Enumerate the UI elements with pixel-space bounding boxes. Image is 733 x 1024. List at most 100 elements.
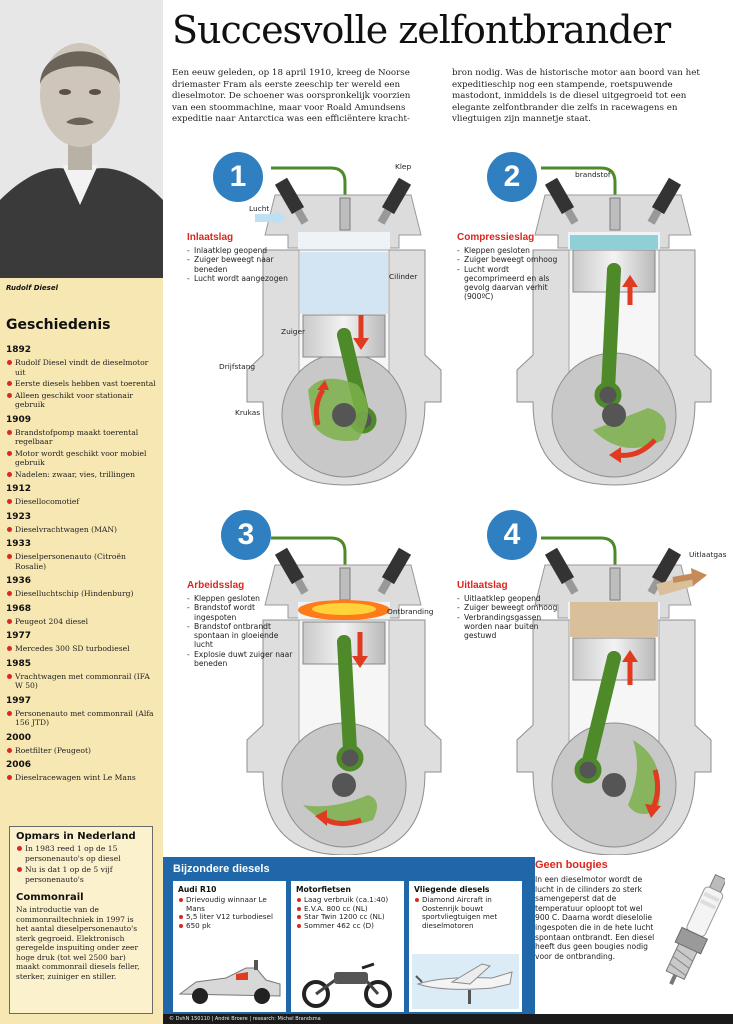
timeline-year: 1923 <box>6 511 32 522</box>
timeline-year: 2006 <box>6 760 32 770</box>
airplane-image <box>412 954 519 1009</box>
intro-column-2: bron nodig. Was de historische motor aan… <box>452 68 700 124</box>
card-item: Drievoudig winnaar Le Mans <box>178 895 281 913</box>
opmars-item: Nu is dat 1 op de 5 vijf personenauto's <box>16 865 146 884</box>
bougies-heading: Geen bougies <box>535 859 608 871</box>
stroke-step: Zuiger beweegt omhoog <box>457 603 567 613</box>
sidebar: Rudolf Diesel Geschiedenis 1892 Rudolf D… <box>0 0 163 1024</box>
stroke-step: Verbrandingsgassen worden naar buiten ge… <box>457 613 567 641</box>
stroke-title-4: Uitlaatslag <box>457 580 508 591</box>
card-title: Audi R10 <box>178 885 217 894</box>
timeline-event: Dieselvrachtwagen (MAN) <box>6 525 156 535</box>
commonrail-heading: Commonrail <box>16 892 84 903</box>
engine-3 <box>245 536 443 855</box>
portrait-illustration <box>0 0 163 278</box>
card-item: Sommer 462 cc (D) <box>296 921 399 931</box>
stroke-title-2: Compressieslag <box>457 232 535 243</box>
card-title: Motorfietsen <box>296 885 351 894</box>
stroke-step: Lucht wordt gecomprimeerd en als gevolg … <box>457 265 567 302</box>
timeline-year: 1912 <box>6 484 32 494</box>
label-ontbranding: Ontbranding <box>387 607 434 616</box>
timeline-event: Motor wordt geschikt voor mobiel gebruik <box>6 449 156 468</box>
label-brandstof: brandstof <box>575 170 611 179</box>
portrait-caption: Rudolf Diesel <box>6 284 58 292</box>
timeline-entry: 1892 Rudolf Diesel vindt de dieselmotor … <box>6 344 156 410</box>
timeline-event: Eerste diesels hebben vast toerental <box>6 379 156 389</box>
opmars-item: In 1983 reed 1 op de 15 personenauto's o… <box>16 844 146 863</box>
stroke-number-1: 1 <box>213 152 263 202</box>
stroke-number-4: 4 <box>487 510 537 560</box>
timeline-year: 1977 <box>6 631 32 641</box>
stroke-step: Zuiger beweegt omhoog <box>457 255 567 265</box>
bougies-text: In een dieselmotor wordt de lucht in de … <box>535 875 655 961</box>
opmars-heading: Opmars in Nederland <box>16 831 136 842</box>
label-lucht: Lucht <box>249 204 270 213</box>
timeline-event: Diesellocomotief <box>6 497 156 507</box>
opmars-box: Opmars in Nederland In 1983 reed 1 op de… <box>9 826 153 1014</box>
timeline-entry: 2000 Roetfilter (Peugeot) <box>6 732 156 756</box>
timeline-year: 1933 <box>6 539 32 549</box>
timeline-entry: 1997 Personenauto met commonrail (Alfa 1… <box>6 695 156 728</box>
timeline-entry: 1909 Brandstofpomp maakt toerental regel… <box>6 414 156 480</box>
motorcycle-image <box>302 962 392 1008</box>
timeline-entry: 1985 Vrachtwagen met commonrail (IFA W 5… <box>6 658 156 691</box>
timeline-year: 1936 <box>6 576 32 586</box>
stroke-step: Inlaatklep geopend <box>187 246 297 256</box>
stroke-step: Brandstof ontbrandt spontaan in gloeiend… <box>187 622 297 650</box>
timeline-event: Dieselracewagen wint Le Mans <box>6 773 156 783</box>
timeline-entry: 1977 Mercedes 300 SD turbodiesel <box>6 630 156 654</box>
timeline-event: Nadelen: zwaar, vies, trillingen <box>6 470 156 480</box>
timeline-year: 1909 <box>6 414 32 425</box>
timeline-entry: 1936 Dieselluchtschip (Hindenburg) <box>6 575 156 599</box>
timeline-event: Dieselpersonenauto (Citroën Rosalie) <box>6 552 156 571</box>
card-item: 650 pk <box>178 921 281 931</box>
timeline-entry: 1923 Dieselvrachtwagen (MAN) <box>6 511 156 535</box>
card-item: Laag verbruik (ca.1:40) <box>296 895 399 905</box>
stroke-step: Explosie duwt zuiger naar beneden <box>187 650 297 669</box>
card-title: Vliegende diesels <box>414 885 490 894</box>
timeline-year: 1968 <box>6 603 32 614</box>
card-item: E.V.A. 800 cc (NL) <box>296 904 399 914</box>
timeline-entry: 2006 Dieselracewagen wint Le Mans <box>6 759 156 783</box>
page-title: Succesvolle zelfontbrander <box>172 8 671 52</box>
timeline-event: Brandstofpomp maakt toerental regelbaar <box>6 428 156 447</box>
timeline-entry: 1912 Diesellocomotief <box>6 483 156 507</box>
bijzondere-diesels-panel: Bijzondere diesels Audi R10 Drievoudig w… <box>163 857 535 1014</box>
timeline-year: 1892 <box>6 345 32 355</box>
stroke-title-1: Inlaatslag <box>187 232 234 243</box>
timeline-event: Dieselluchtschip (Hindenburg) <box>6 589 156 599</box>
stroke-number-2: 2 <box>487 152 537 202</box>
engine-diagram-area: 1 Inlaatslag Inlaatklep geopend Zuiger b… <box>163 140 733 855</box>
stroke-step: Uitlaatklep geopend <box>457 594 567 604</box>
stroke-step: Brandstof wordt ingespoten <box>187 603 297 622</box>
stroke-steps-3: Kleppen gesloten Brandstof wordt ingespo… <box>187 594 297 668</box>
intro-column-1: Een eeuw geleden, op 18 april 1910, kree… <box>172 68 411 124</box>
card-audi-r10: Audi R10 Drievoudig winnaar Le Mans 5,5 … <box>173 881 286 1012</box>
timeline-event: Alleen geschikt voor stationair gebruik <box>6 391 156 410</box>
spark-plug-image <box>665 873 725 985</box>
stroke-steps-2: Kleppen gesloten Zuiger beweegt omhoog L… <box>457 246 567 302</box>
stroke-step: Lucht wordt aangezogen <box>187 274 297 284</box>
timeline-year: 2000 <box>6 732 32 743</box>
timeline-event: Personenauto met commonrail (Alfa 156 JT… <box>6 709 156 728</box>
label-klep: Klep <box>395 162 412 171</box>
history-heading: Geschiedenis <box>6 317 111 333</box>
label-uitlaatgas: Uitlaatgas <box>689 550 727 559</box>
geen-bougies-panel: Geen bougies In een dieselmotor wordt de… <box>535 857 733 1014</box>
card-motorfietsen: Motorfietsen Laag verbruik (ca.1:40) E.V… <box>291 881 404 1012</box>
timeline-year: 1985 <box>6 658 32 669</box>
stroke-title-3: Arbeidsslag <box>187 580 245 591</box>
timeline-entry: 1968 Peugeot 204 diesel <box>6 603 156 627</box>
label-krukas: Krukas <box>235 408 261 417</box>
card-item: Diamond Aircraft in Oostenrijk bouwt spo… <box>414 895 517 930</box>
stroke-step: Kleppen gesloten <box>457 246 567 256</box>
label-zuiger: Zuiger <box>281 327 306 336</box>
engine-2 <box>515 166 713 487</box>
card-vliegende-diesels: Vliegende diesels Diamond Aircraft in Oo… <box>409 881 522 1012</box>
timeline-event: Peugeot 204 diesel <box>6 617 156 627</box>
timeline-event: Vrachtwagen met commonrail (IFA W 50) <box>6 672 156 691</box>
stroke-steps-4: Uitlaatklep geopend Zuiger beweegt omhoo… <box>457 594 567 640</box>
timeline-event: Roetfilter (Peugeot) <box>6 746 156 756</box>
timeline-event: Rudolf Diesel vindt de dieselmotor uit <box>6 358 156 377</box>
